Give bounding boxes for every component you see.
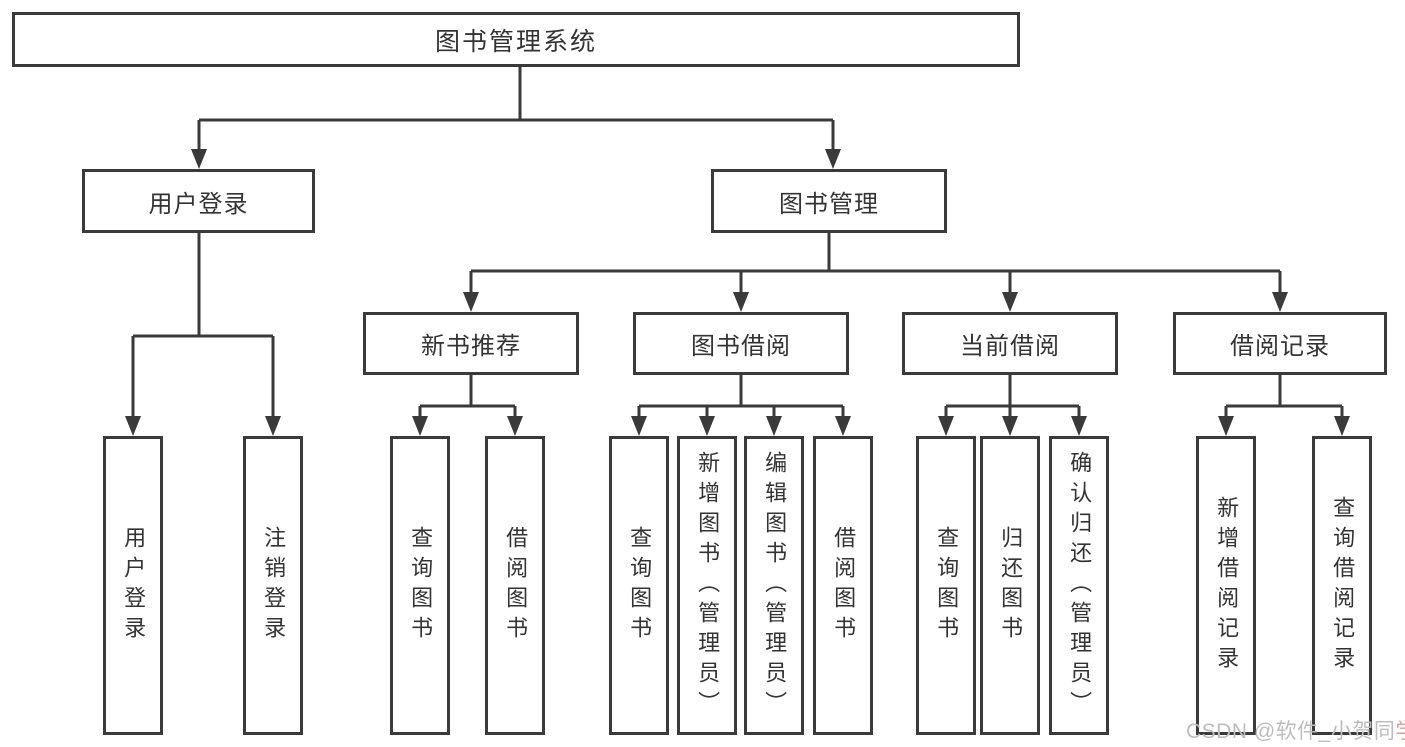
leaf-query-books-borrow-label: 查询图书 — [627, 525, 653, 646]
leaf-user-login-label: 用户登录 — [121, 525, 147, 646]
leaf-borrow-books-recommend-label: 借阅图书 — [503, 525, 529, 646]
leaf-confirm-return-admin: 确认归还（管理员） — [1049, 436, 1109, 735]
leaf-return-books: 归还图书 — [980, 436, 1040, 735]
node-user-login: 用户登录 — [82, 169, 315, 233]
node-current-borrowing-label: 当前借阅 — [960, 333, 1060, 360]
node-book-borrowing: 图书借阅 — [633, 312, 849, 375]
node-new-book-recommendation-label: 新书推荐 — [421, 333, 521, 360]
leaf-query-borrow-record-label: 查询借阅记录 — [1330, 495, 1356, 676]
node-current-borrowing: 当前借阅 — [902, 312, 1118, 375]
node-library-system: 图书管理系统 — [12, 12, 1020, 67]
node-book-management: 图书管理 — [711, 169, 947, 233]
node-book-management-label: 图书管理 — [779, 190, 879, 218]
leaf-edit-books-admin: 编辑图书（管理员） — [744, 436, 804, 735]
watermark: CSDN @软件_小贺同学 — [1186, 715, 1405, 745]
leaf-query-books-current: 查询图书 — [916, 436, 976, 735]
leaf-logout-login-label: 注销登录 — [261, 525, 287, 646]
node-borrowing-records: 借阅记录 — [1173, 312, 1387, 375]
node-user-login-label: 用户登录 — [148, 190, 249, 218]
node-library-system-label: 图书管理系统 — [434, 27, 597, 56]
leaf-confirm-return-admin-label: 确认归还（管理员） — [1067, 450, 1093, 721]
watermark-accent: 学 — [1395, 720, 1405, 743]
node-book-borrowing-label: 图书借阅 — [691, 333, 791, 360]
leaf-add-borrow-record-label: 新增借阅记录 — [1214, 495, 1240, 676]
leaf-query-books-recommend-label: 查询图书 — [408, 525, 434, 646]
leaf-borrow-books-recommend: 借阅图书 — [485, 436, 545, 735]
node-borrowing-records-label: 借阅记录 — [1230, 333, 1330, 360]
watermark-text: CSDN @软件_小贺同 — [1186, 720, 1396, 743]
leaf-add-books-admin-label: 新增图书（管理员） — [695, 450, 721, 721]
leaf-user-login: 用户登录 — [103, 436, 163, 735]
leaf-query-books-borrow: 查询图书 — [609, 436, 669, 735]
leaf-query-borrow-record: 查询借阅记录 — [1312, 436, 1372, 735]
leaf-borrow-books-borrow: 借阅图书 — [813, 436, 873, 735]
leaf-edit-books-admin-label: 编辑图书（管理员） — [762, 450, 788, 721]
leaf-borrow-books-borrow-label: 借阅图书 — [831, 525, 857, 646]
leaf-add-borrow-record: 新增借阅记录 — [1196, 436, 1256, 735]
leaf-query-books-current-label: 查询图书 — [934, 525, 960, 646]
leaf-logout-login: 注销登录 — [243, 436, 303, 735]
leaf-add-books-admin: 新增图书（管理员） — [677, 436, 737, 735]
leaf-return-books-label: 归还图书 — [998, 525, 1024, 646]
leaf-query-books-recommend: 查询图书 — [390, 436, 450, 735]
node-new-book-recommendation: 新书推荐 — [363, 312, 579, 375]
